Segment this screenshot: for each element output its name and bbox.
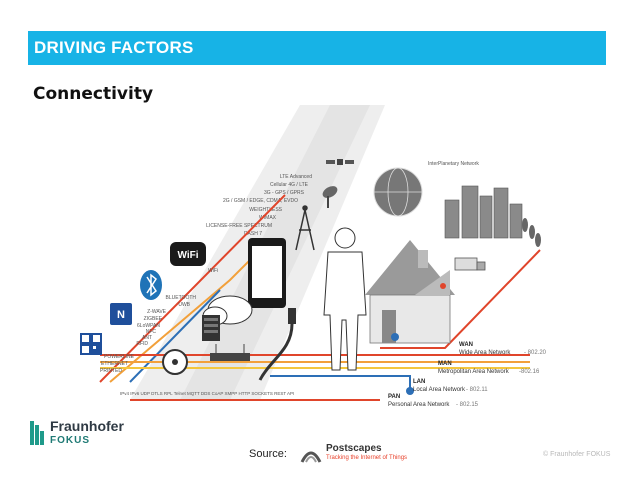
left-label: ETHERNET xyxy=(101,361,128,367)
left-label: 6LoWPAN xyxy=(137,323,160,329)
meter-icon xyxy=(162,349,188,375)
source-label: Source: xyxy=(249,448,287,460)
network-abbr: MAN xyxy=(438,361,452,367)
network-standard: - 802.11 xyxy=(466,387,488,393)
network-standard: - 802.20 xyxy=(524,350,547,356)
stack-label: 2G / GSM / EDGE, CDMA, EVDO xyxy=(223,198,298,204)
network-name: Local Area Network xyxy=(413,387,466,393)
fraunhofer-logo-mark-icon xyxy=(30,421,44,445)
connection-dot xyxy=(391,333,399,341)
stack-label: WEIGHTLESS xyxy=(249,207,282,213)
smartphone-icon xyxy=(248,238,286,308)
stack-label: Cellular 4G / LTE xyxy=(270,182,309,188)
trees xyxy=(522,218,541,247)
truck-icon xyxy=(454,257,486,271)
copyright-text: © Fraunhofer FOKUS xyxy=(543,451,611,458)
network-standard: - 802.15 xyxy=(456,402,479,408)
cell-tower-icon xyxy=(295,205,315,251)
nfc-icon: N xyxy=(110,303,132,325)
connection-dot xyxy=(406,387,414,395)
server-rack-icon xyxy=(202,315,220,341)
network-abbr: PAN xyxy=(388,394,400,400)
svg-text:N: N xyxy=(117,309,125,321)
logo-subtitle: FOKUS xyxy=(50,435,90,446)
dish-icon xyxy=(322,186,338,208)
left-label: BLUETOOTH xyxy=(166,295,197,301)
network-abbr: WAN xyxy=(459,342,473,348)
network-name: Metropolitan Area Network xyxy=(438,369,510,375)
interplanetary-label: InterPlanetary Network xyxy=(428,161,479,167)
person-figure xyxy=(323,227,367,371)
wan-line xyxy=(99,194,286,383)
stack-label: LICENSE-FREE SPECTRUM xyxy=(206,223,272,229)
left-label: Z-WAVE xyxy=(147,309,167,315)
left-label: ZIGBEE xyxy=(144,316,163,322)
city-buildings xyxy=(444,185,523,239)
ethernet-cable-icon xyxy=(258,308,296,381)
header-bar: DRIVING FACTORS xyxy=(28,31,606,65)
postscapes-name: Postscapes xyxy=(326,443,382,454)
wifi-label: WiFi xyxy=(208,268,218,274)
left-label: NFC xyxy=(146,329,157,335)
postscapes-logo: Postscapes Tracking the Internet of Thin… xyxy=(300,440,410,468)
left-label: ANT xyxy=(142,335,152,341)
postscapes-logo-icon xyxy=(300,451,322,463)
left-label: POWERLINE xyxy=(104,354,135,360)
left-label: PRINTED xyxy=(100,368,122,374)
postscapes-tagline: Tracking the Internet of Things xyxy=(326,455,408,461)
globe-icon xyxy=(373,167,423,217)
qr-code-icon xyxy=(80,333,102,355)
logo-name: Fraunhofer xyxy=(50,418,124,434)
fraunhofer-logo: Fraunhofer FOKUS xyxy=(30,418,140,452)
satellite-icon xyxy=(326,159,354,165)
slide-title: DRIVING FACTORS xyxy=(34,38,194,57)
router-icon xyxy=(210,344,250,361)
wan-line-right xyxy=(380,249,541,349)
stack-label: WIMAX xyxy=(259,215,277,221)
network-abbr: LAN xyxy=(413,379,425,385)
left-label: RFID xyxy=(136,341,148,347)
lan-line xyxy=(129,289,221,383)
slide-subtitle: Connectivity xyxy=(33,84,154,104)
stack-label: DASH 7 xyxy=(244,231,262,237)
network-name: Wide Area Network xyxy=(459,350,511,356)
bottom-line-blue xyxy=(270,375,411,390)
network-standard: -802.16 xyxy=(519,369,540,375)
protocols-label: IPv4 IPv6 UDP DTLS RPL Telnet MQTT DDS C… xyxy=(120,391,294,396)
stack-label: LTE Advanced xyxy=(280,174,312,180)
connection-dot xyxy=(440,283,446,289)
bluetooth-icon xyxy=(140,270,162,300)
wifi-icon: WiFi xyxy=(170,242,206,266)
stack-label: 3G - GPS / GPRS xyxy=(264,190,305,196)
svg-text:WiFi: WiFi xyxy=(177,250,198,261)
house-icon xyxy=(365,240,455,344)
connectivity-illustration: LTE Advanced Cellular 4G / LTE 3G - GPS … xyxy=(80,105,547,408)
left-label: UWB xyxy=(178,302,190,308)
network-name: Personal Area Network xyxy=(388,402,450,408)
